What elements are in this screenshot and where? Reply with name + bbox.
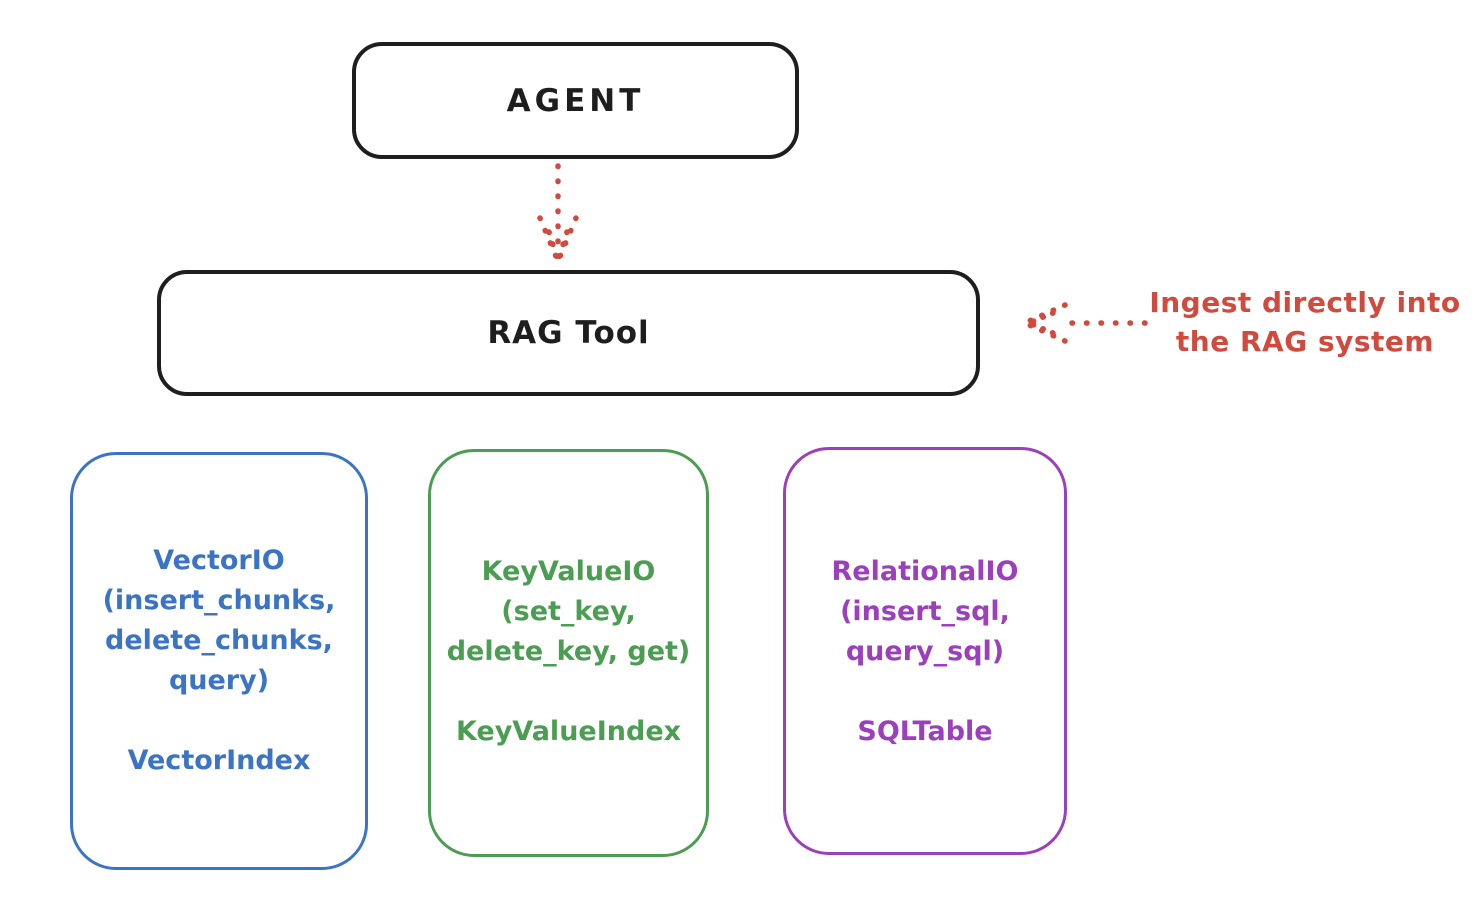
rag-tool-label: RAG Tool	[487, 315, 650, 351]
dotted-arrow-left-icon	[1024, 302, 1148, 344]
key-value-index-label: KeyValueIndex	[455, 716, 682, 747]
node-label-line: RelationalIO	[831, 556, 1019, 587]
sql-table-label: SQLTable	[857, 716, 993, 747]
node-label-line: query_sql)	[845, 636, 1005, 667]
relational-io-methods: RelationalIO (insert_sql, query_sql)	[786, 552, 1064, 672]
rag-tool-node: RAG Tool	[157, 270, 980, 396]
node-label-line: (set_key,	[501, 596, 636, 627]
vector-io-node: VectorIO (insert_chunks, delete_chunks, …	[70, 452, 368, 870]
node-label-line: (insert_chunks,	[102, 585, 336, 616]
vector-index-label: VectorIndex	[127, 745, 311, 776]
node-label-line: delete_key, get)	[446, 636, 691, 667]
key-value-io-methods: KeyValueIO (set_key, delete_key, get)	[431, 552, 706, 672]
node-label-line: delete_chunks,	[105, 625, 333, 656]
node-label-line: query)	[168, 665, 270, 696]
dotted-arrow-down-icon	[537, 163, 579, 262]
relational-io-node: RelationalIO (insert_sql, query_sql) SQL…	[783, 447, 1067, 855]
annotation-text: Ingest directly into the RAG system	[1140, 283, 1470, 361]
node-label-line: (insert_sql,	[840, 596, 1010, 627]
key-value-io-node: KeyValueIO (set_key, delete_key, get) Ke…	[428, 449, 709, 857]
vector-io-methods: VectorIO (insert_chunks, delete_chunks, …	[73, 541, 365, 701]
agent-node: AGENT	[352, 42, 799, 159]
agent-label: AGENT	[506, 82, 645, 119]
node-label-line: VectorIO	[153, 545, 285, 576]
node-label-line: KeyValueIO	[481, 556, 656, 587]
annotation-line: the RAG system	[1175, 325, 1435, 358]
annotation-line: Ingest directly into	[1149, 286, 1461, 319]
